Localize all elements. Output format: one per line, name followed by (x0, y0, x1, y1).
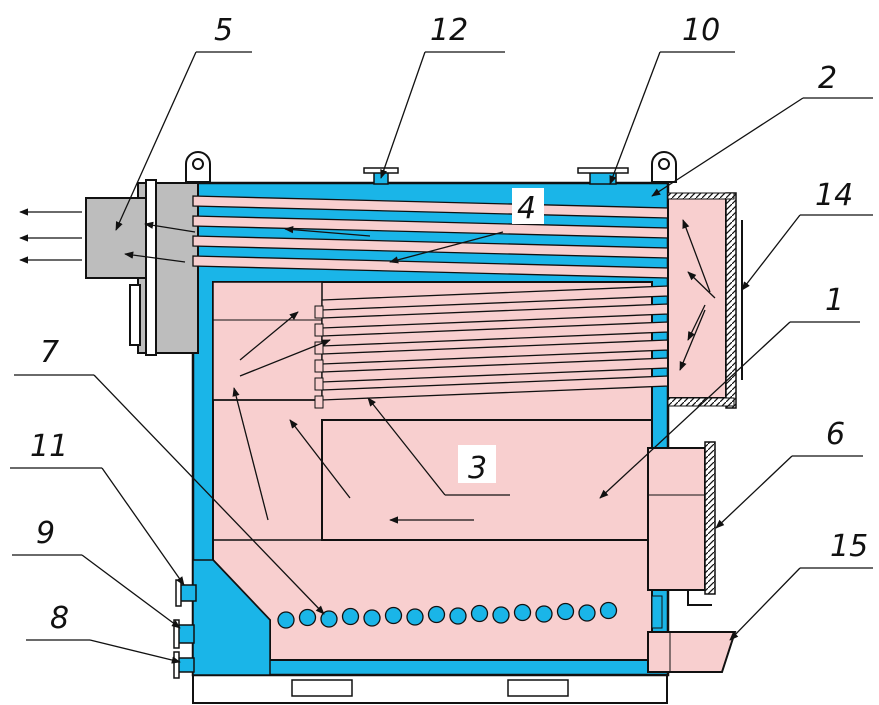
flue-gas-outlet (85, 179, 199, 356)
nozzle-8 (173, 651, 195, 679)
ash-door (647, 631, 737, 673)
rear-turning-chamber (212, 281, 323, 401)
grate-tube (599, 601, 618, 620)
grate-tube (513, 603, 532, 622)
water-leg (192, 559, 271, 676)
boiler-base (192, 674, 668, 704)
label-6: 6 (826, 417, 845, 452)
grate-tube (406, 608, 424, 626)
label-9: 9 (36, 516, 55, 551)
grate-tube (535, 605, 553, 623)
grate-tube (384, 606, 403, 625)
upper-pass-tubes (192, 195, 669, 279)
grate-tube (470, 604, 489, 623)
grate-tube (578, 604, 596, 622)
label-4: 4 (517, 191, 536, 226)
tube-end-cap (314, 323, 324, 337)
grate-tube (277, 611, 295, 629)
label-1: 1 (825, 283, 844, 318)
lifting-eye-left (185, 151, 211, 183)
grate-tube (298, 608, 317, 627)
nozzle-12 (363, 167, 399, 185)
nozzle-10 (577, 167, 629, 185)
water-cooled-grate (277, 601, 618, 629)
label-11: 11 (30, 429, 68, 464)
tube-end-cap (314, 305, 324, 319)
tube-end-cap (314, 377, 324, 391)
nozzle-11 (175, 579, 197, 607)
label-3: 3 (468, 451, 487, 486)
label-14: 14 (815, 178, 853, 213)
label-10: 10 (682, 13, 720, 48)
label-8: 8 (50, 601, 69, 636)
grate-tube (556, 602, 575, 621)
grate-tube (492, 606, 510, 624)
front-smoke-box (667, 192, 743, 409)
tube-end-cap (314, 395, 324, 409)
grate-tube (320, 610, 338, 628)
grate-tube (363, 609, 381, 627)
label-15: 15 (830, 529, 868, 564)
firing-door (647, 441, 716, 606)
label-2: 2 (818, 61, 837, 96)
grate-tube (341, 607, 360, 626)
tube-end-cap (314, 341, 324, 355)
grate-tube (449, 607, 467, 625)
tube-end-cap (314, 359, 324, 373)
label-5: 5 (214, 13, 233, 48)
grate-tube (427, 605, 446, 624)
flow-arrows (19, 208, 716, 524)
lower-pass-tubes (314, 285, 669, 409)
nozzle-9 (173, 619, 195, 649)
label-7: 7 (40, 335, 59, 370)
label-12: 12 (430, 13, 468, 48)
leader-lines (10, 51, 873, 664)
lifting-eye-right (651, 151, 677, 183)
